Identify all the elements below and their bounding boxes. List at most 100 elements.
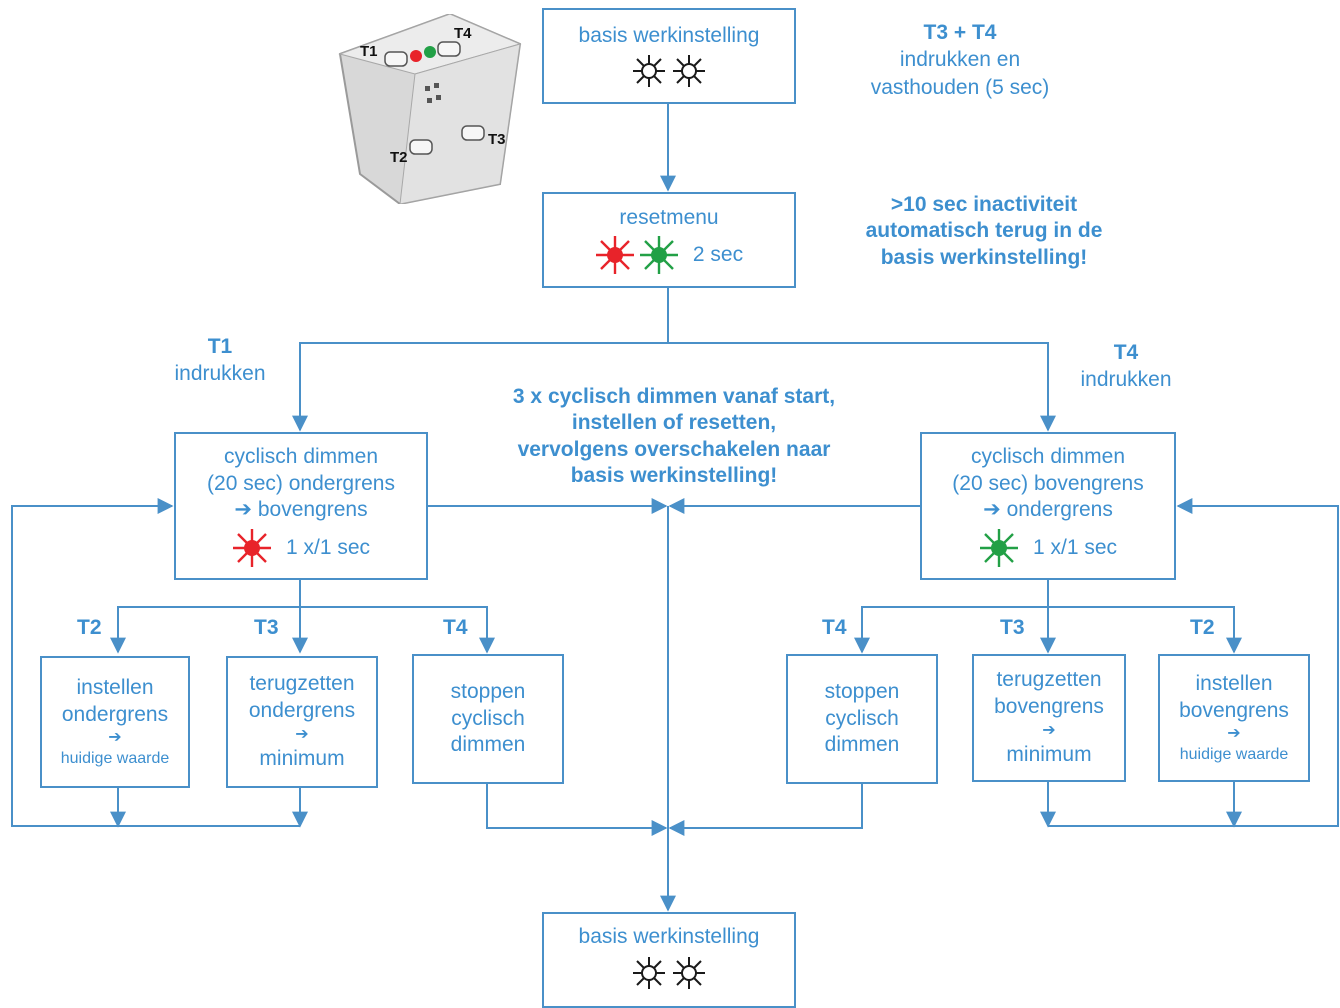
device-red-led-icon [410,50,422,62]
left-dim-line1: cyclisch dimmen [223,444,379,468]
t3-t4-keys: T3 + T4 [923,21,997,44]
left-branch-label: T1 indrukken [150,334,290,388]
right-key-t2: T2 [1190,616,1215,639]
device-label-t1: T1 [360,43,378,60]
left-cyclic-dim-box: cyclisch dimmen (20 sec) ondergrens ➔ bo… [174,432,428,580]
t3-t4-line2: vasthouden (5 sec) [870,75,1050,99]
right-reset-arrow: ➔ [1042,722,1056,740]
line-right-stop-to-center [668,784,863,836]
left-reset-line2: ondergrens [248,699,356,723]
right-reset-upper-limit-box: terugzetten bovengrens ➔ minimum [972,654,1126,782]
right-key-t3: T3 [1000,616,1025,639]
left-reset-line1: terugzetten [249,672,355,696]
resetmenu-led-row: 2 sec [595,235,743,275]
right-reset-line3: minimum [1006,742,1092,766]
right-set-arrow: ➔ [1227,725,1241,743]
cycle-limit-note: 3 x cyclisch dimmen vanaf start, instell… [456,384,892,489]
line-reset-branch-right [668,342,1056,432]
left-dim-led-row: 1 x/1 sec [232,528,370,568]
right-set-upper-limit-box: instellen bovengrens ➔ huidige waarde [1158,654,1310,782]
line-right-sub [854,580,1049,654]
cycle-limit-line4: basis werkinstelling! [570,463,778,487]
resetmenu-duration: 2 sec [692,243,744,266]
line-right-loop-back [1048,498,1339,827]
left-set-lower-limit-box: instellen ondergrens ➔ huidige waarde [40,656,190,788]
device-green-led-icon [424,46,436,58]
left-key-t2: T2 [77,616,102,639]
right-cyclic-dim-box: cyclisch dimmen (20 sec) bovengrens ➔ on… [920,432,1176,580]
right-branch-key: T4 [1113,341,1139,364]
device-label-t3: T3 [488,131,506,148]
right-set-line2: bovengrens [1179,698,1289,722]
left-dim-line2: (20 sec) ondergrens [207,471,395,495]
line-left-sub-t4 [300,606,495,654]
green-led-burst-icon [979,529,1018,568]
left-key-t3: T3 [254,616,279,639]
bottom-box-led-row [631,955,707,991]
inactivity-note: >10 sec inactiviteit automatisch terug i… [816,192,1152,271]
right-dim-led-row: 1 x/1 sec [979,528,1117,568]
sun-outline-icon [633,55,665,88]
right-stop-cyclic-box: stoppen cyclisch dimmen [786,654,938,784]
left-reset-line3: minimum [259,746,345,770]
left-branch-key: T1 [207,335,233,358]
line-right-sub-t2 [1048,606,1242,654]
sun-outline-icon [673,956,705,989]
left-key-t4: T4 [443,616,468,639]
left-stop-line1: stoppen [450,679,526,703]
right-dim-line3: ➔ ondergrens [983,498,1113,522]
line-left-stop-to-center [486,784,668,836]
line-left-loop-back [11,498,300,827]
left-branch-action: indrukken [174,362,266,386]
left-set-line3: huidige waarde [60,749,170,767]
sun-outline-icon [633,956,665,989]
t3-t4-press-note: T3 + T4 indrukken en vasthouden (5 sec) [846,20,1074,101]
left-set-line2: ondergrens [61,702,169,726]
red-led-burst-icon [595,236,634,275]
device-label-t4: T4 [454,25,472,42]
left-stop-cyclic-box: stoppen cyclisch dimmen [412,654,564,784]
device-label-t2: T2 [390,149,408,166]
right-set-line1: instellen [1195,671,1273,695]
cycle-limit-line2: instellen of resetten, [571,411,777,435]
red-led-burst-icon [232,529,271,568]
basis-werkinstelling-top-box: basis werkinstelling [542,8,796,104]
left-reset-lower-limit-box: terugzetten ondergrens ➔ minimum [226,656,378,788]
resetmenu-box: resetmenu 2 sec [542,192,796,288]
green-led-burst-icon [639,236,678,275]
basis-werkinstelling-bottom-box: basis werkinstelling [542,912,796,1008]
inactivity-line2: automatisch terug in de [865,219,1103,243]
right-reset-line2: bovengrens [994,695,1104,719]
right-dim-line2: (20 sec) bovengrens [952,471,1144,495]
push-button-device-image: T1 T4 T2 T3 [338,14,522,204]
inactivity-line1: >10 sec inactiviteit [890,193,1078,216]
right-dim-blink: 1 x/1 sec [1032,535,1118,559]
cycle-limit-line3: vervolgens overschakelen naar [517,437,831,461]
right-set-line3: huidige waarde [1179,745,1289,763]
left-stop-line2: cyclisch [451,706,525,730]
right-stop-line1: stoppen [824,679,900,703]
left-dim-blink: 1 x/1 sec [285,535,371,559]
right-branch-action: indrukken [1080,368,1172,392]
left-reset-arrow: ➔ [295,726,309,744]
right-dim-line1: cyclisch dimmen [970,444,1126,468]
top-box-title: basis werkinstelling [578,23,760,47]
bottom-box-title: basis werkinstelling [578,925,760,948]
sun-outline-icon [673,55,705,88]
cycle-limit-line1: 3 x cyclisch dimmen vanaf start, [512,385,836,408]
top-box-led-row [631,53,707,89]
line-left-sub [110,580,301,654]
right-stop-line2: cyclisch [825,706,899,730]
left-dim-line3: ➔ bovengrens [234,498,368,522]
right-reset-line1: terugzetten [996,668,1102,692]
line-reset-branch [292,288,669,432]
inactivity-line3: basis werkinstelling! [880,245,1088,269]
left-set-line1: instellen [76,675,154,699]
resetmenu-title: resetmenu [619,205,719,229]
left-set-arrow: ➔ [108,729,122,747]
left-stop-line3: dimmen [450,733,526,757]
right-stop-line3: dimmen [824,733,900,757]
right-key-t4: T4 [822,616,847,639]
t3-t4-line1: indrukken en [899,48,1021,72]
